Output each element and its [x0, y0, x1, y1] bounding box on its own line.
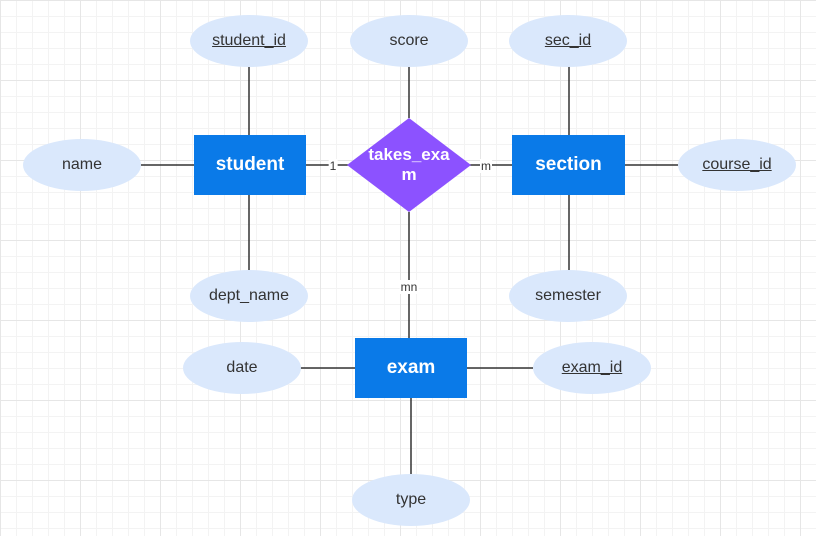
attribute-score[interactable]: score	[350, 15, 468, 67]
attribute-score-label: score	[389, 32, 429, 49]
attribute-sec-id[interactable]: sec_id	[509, 15, 627, 67]
entity-exam[interactable]: exam	[355, 338, 467, 398]
attribute-date[interactable]: date	[183, 342, 301, 394]
entity-student-label: student	[215, 154, 285, 175]
relationship-diamond-shape	[347, 118, 471, 212]
attribute-student-id-label: student_id	[212, 32, 286, 49]
relationship-takes-exam[interactable]: takes_exam	[347, 118, 471, 212]
entity-student[interactable]: student	[194, 135, 306, 195]
attribute-semester-label: semester	[535, 287, 601, 304]
attribute-type[interactable]: type	[352, 474, 470, 526]
entity-section[interactable]: section	[512, 135, 625, 195]
attribute-type-label: type	[395, 491, 427, 508]
attribute-dept-name-label: dept_name	[208, 287, 290, 304]
cardinality-section-side: m	[480, 159, 492, 173]
attribute-course-id[interactable]: course_id	[678, 139, 796, 191]
entity-exam-label: exam	[386, 357, 436, 378]
attribute-course-id-label: course_id	[702, 156, 772, 173]
attribute-exam-id[interactable]: exam_id	[533, 342, 651, 394]
entity-section-label: section	[535, 154, 602, 175]
cardinality-exam-side: mn	[399, 280, 419, 294]
attribute-name-label: name	[61, 156, 103, 173]
attribute-exam-id-label: exam_id	[561, 359, 623, 376]
cardinality-student-side: 1	[328, 159, 338, 173]
attribute-semester[interactable]: semester	[509, 270, 627, 322]
attribute-student-id[interactable]: student_id	[190, 15, 308, 67]
attribute-dept-name[interactable]: dept_name	[190, 270, 308, 322]
relationship-takes-exam-label: takes_exam	[368, 145, 450, 184]
attribute-date-label: date	[226, 359, 258, 376]
attribute-sec-id-label: sec_id	[544, 32, 592, 49]
attribute-name[interactable]: name	[23, 139, 141, 191]
